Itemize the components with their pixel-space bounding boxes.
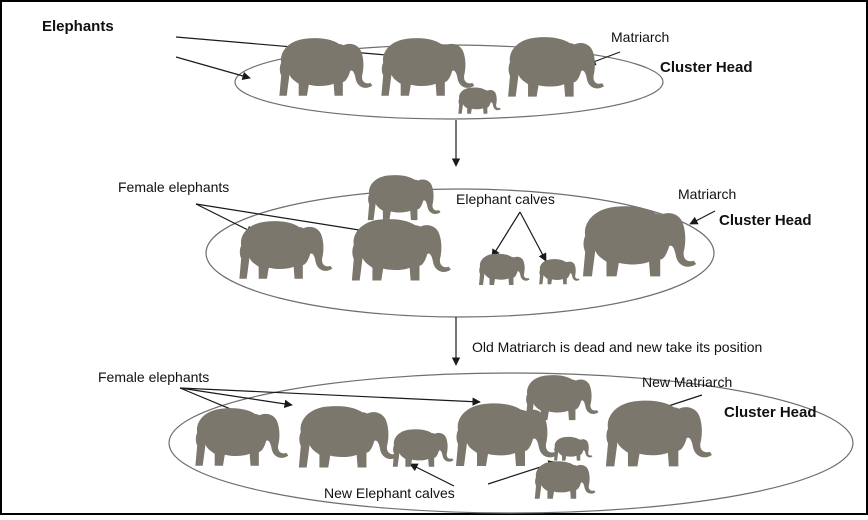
elephant-bottom-2 xyxy=(299,406,398,467)
elephant-top-matriarch xyxy=(508,37,604,96)
elephant-middle-1 xyxy=(239,221,332,279)
label-matriarch-middle: Matriarch xyxy=(678,186,736,202)
label-female-elephants-bottom: Female elephants xyxy=(98,369,209,385)
arrow-matriarch-middle xyxy=(690,211,715,224)
label-female-elephants-middle: Female elephants xyxy=(118,179,229,195)
elephant-middle-top xyxy=(368,175,441,220)
elephant-middle-calf-2 xyxy=(539,259,579,284)
label-cluster-head-top: Cluster Head xyxy=(660,59,753,76)
label-elephants: Elephants xyxy=(42,18,114,35)
label-new-matriarch: New Matriarch xyxy=(642,374,732,390)
elephant-middle-matriarch xyxy=(583,206,696,276)
label-elephant-calves: Elephant calves xyxy=(456,191,555,207)
arrow-calves-to-calf-2 xyxy=(520,212,546,261)
label-transition-note: Old Matriarch is dead and new take its p… xyxy=(472,339,762,355)
elephant-middle-2 xyxy=(352,219,451,280)
label-new-elephant-calves: New Elephant calves xyxy=(324,485,455,501)
arrow-elephants-to-left xyxy=(176,57,250,78)
elephant-top-1 xyxy=(279,38,372,96)
elephant-bottom-matriarch xyxy=(606,401,712,467)
elephant-bottom-calf-1 xyxy=(393,429,454,467)
elephant-bottom-1 xyxy=(195,408,288,466)
label-matriarch-top: Matriarch xyxy=(611,29,669,45)
elephant-top-2 xyxy=(381,38,474,96)
elephant-bottom-small xyxy=(535,461,596,499)
elephant-bottom-calf-2 xyxy=(554,437,592,461)
arrow-new-calves-1 xyxy=(410,464,454,486)
elephant-middle-calf-1 xyxy=(479,254,530,285)
label-cluster-head-bottom: Cluster Head xyxy=(724,404,817,421)
elephant-top-calf xyxy=(458,87,500,113)
arrow-calves-to-calf-1 xyxy=(492,212,520,257)
label-cluster-head-middle: Cluster Head xyxy=(719,212,812,229)
